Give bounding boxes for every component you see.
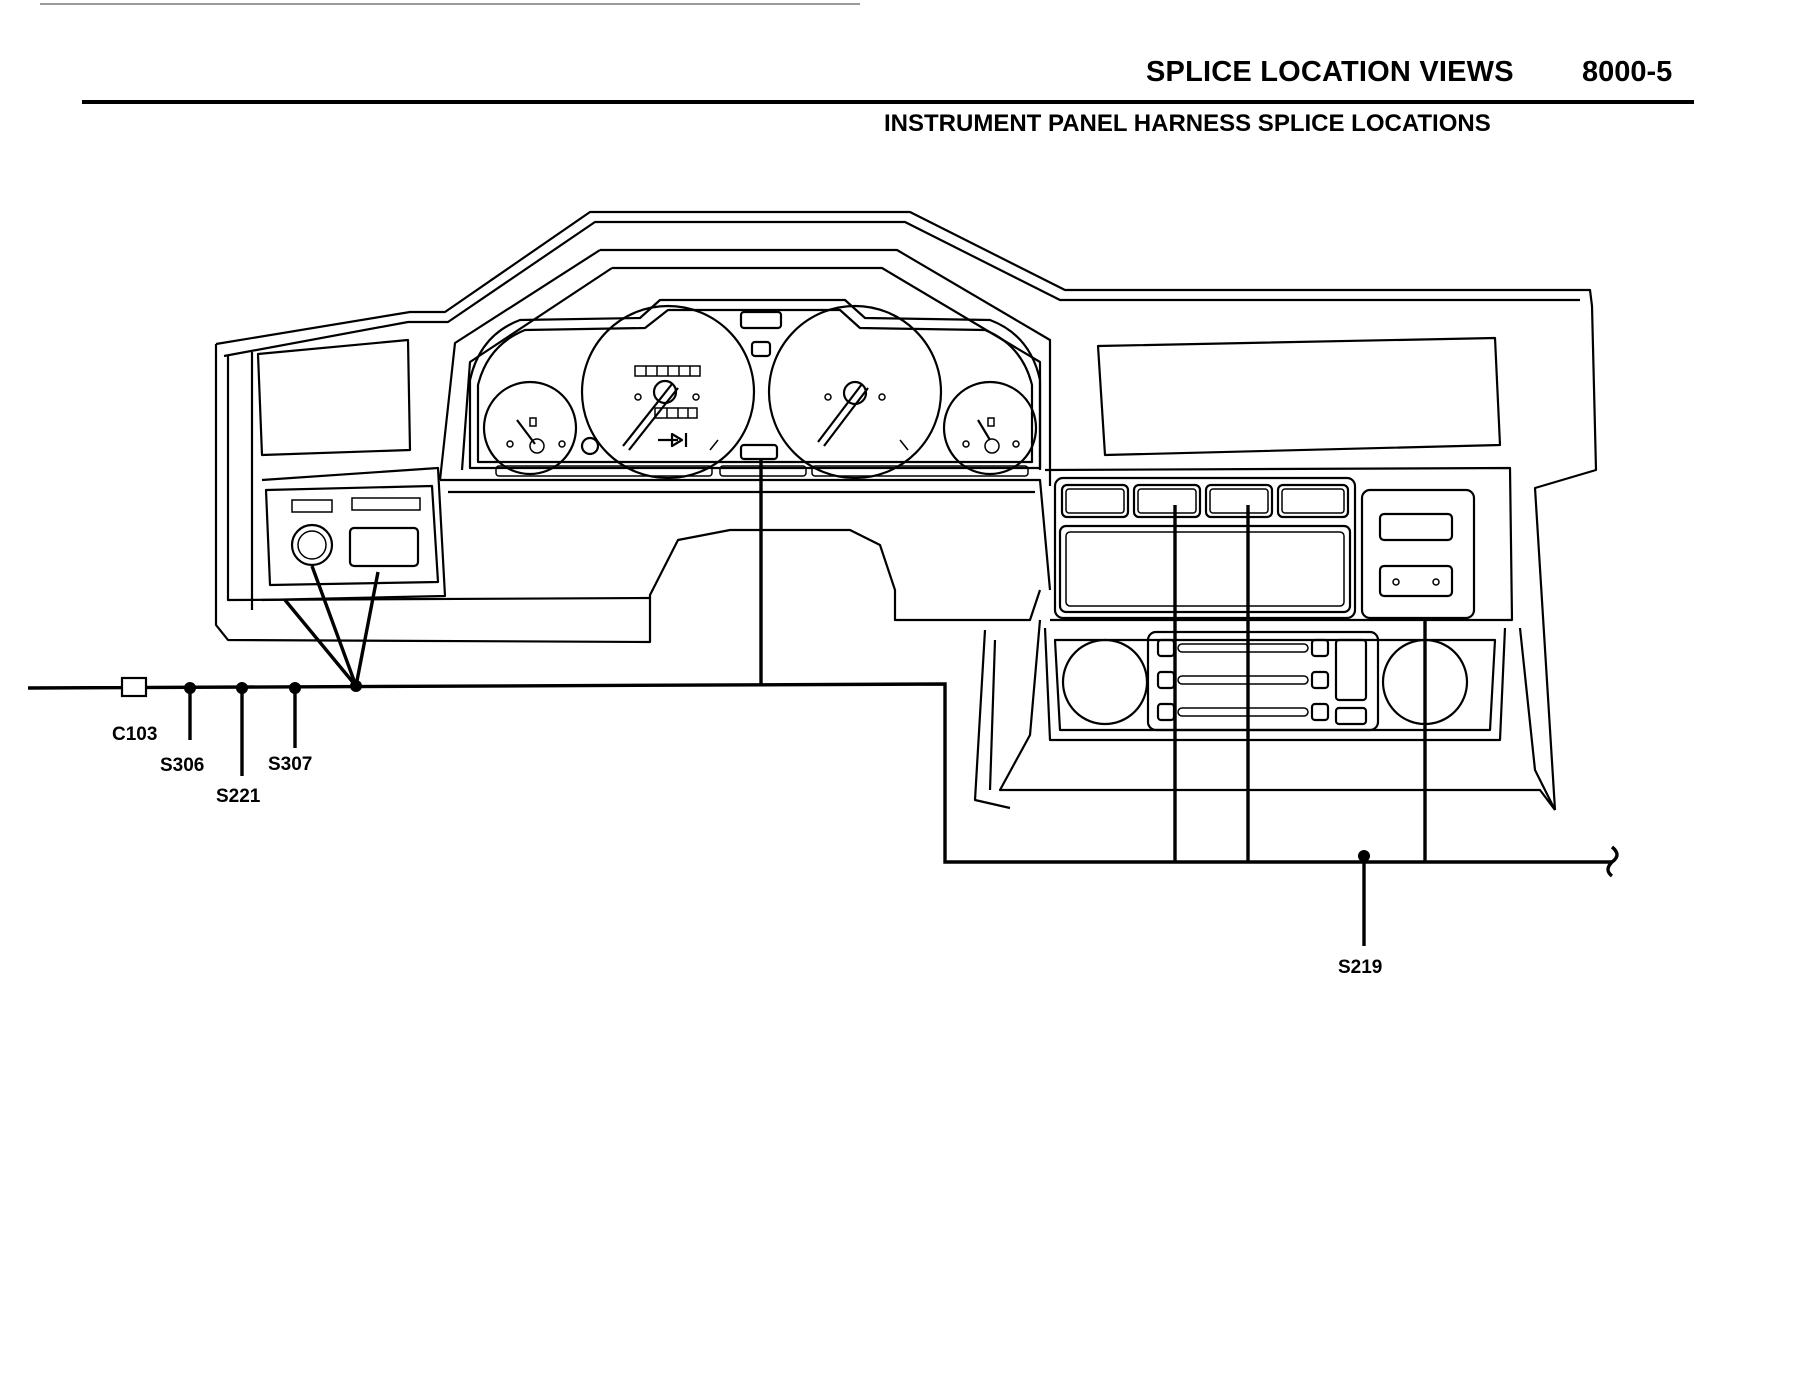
label-c103: C103 <box>112 724 157 745</box>
instrument-cluster <box>468 298 1042 480</box>
splice-s221-dot <box>236 682 248 694</box>
page-number: 8000-5 <box>1582 56 1673 88</box>
center-stack <box>1053 476 1476 732</box>
splice-s306-dot <box>184 682 196 694</box>
header-rule <box>82 100 1694 104</box>
label-s221: S221 <box>216 786 261 807</box>
fuel-gauge <box>482 380 600 476</box>
splice-s307-dot <box>289 682 301 694</box>
page-subtitle: INSTRUMENT PANEL HARNESS SPLICE LOCATION… <box>884 110 1491 137</box>
top-scan-line <box>40 3 860 5</box>
c103-connector <box>120 676 148 698</box>
tachometer <box>767 304 943 480</box>
label-s219: S219 <box>1338 957 1382 978</box>
speedometer <box>580 304 756 480</box>
dashboard-outline <box>214 210 1598 811</box>
label-s307: S307 <box>268 754 312 775</box>
harness-wiring <box>27 460 1619 946</box>
label-s306: S306 <box>160 755 204 776</box>
temperature-gauge <box>942 380 1038 476</box>
section-title: SPLICE LOCATION VIEWS <box>1146 56 1514 88</box>
splice-s219-dot <box>1358 850 1370 862</box>
